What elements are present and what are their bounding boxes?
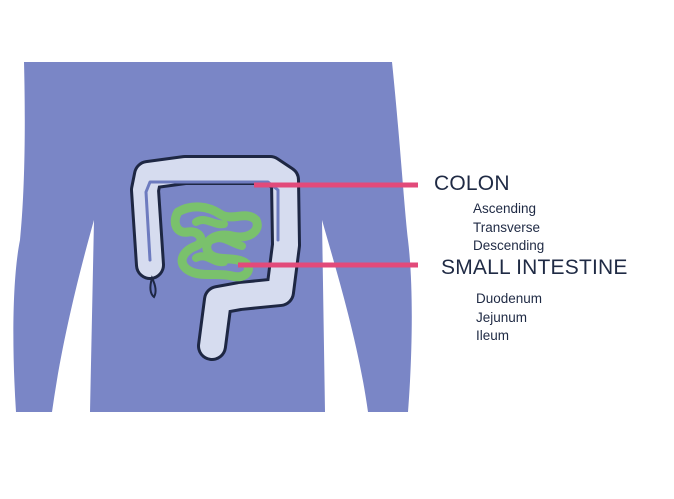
- small-intestine-loops: [192, 216, 246, 267]
- appendix: [149, 275, 157, 299]
- colon-part-ascending: Ascending: [473, 201, 537, 216]
- colon-parts-list: Ascending Transverse Descending: [473, 200, 544, 256]
- small-intestine-part-duodenum: Duodenum: [476, 291, 543, 306]
- colon-illustration: [130, 155, 301, 361]
- small-intestine-part-ileum: Ileum: [476, 328, 510, 343]
- colon-inner-line: [144, 180, 280, 262]
- small-intestine-part-jejunum: Jejunum: [476, 309, 528, 325]
- colon-part-transverse: Transverse: [473, 219, 541, 235]
- colon-label: COLON: [434, 172, 510, 195]
- small-intestine-parts-list: Duodenum Jejunum Ileum: [476, 290, 542, 346]
- colon-part-descending: Descending: [473, 238, 545, 253]
- small-intestine-illustration: [170, 202, 262, 282]
- colon-body: [133, 158, 298, 358]
- small-intestine-label: SMALL INTESTINE: [441, 256, 628, 279]
